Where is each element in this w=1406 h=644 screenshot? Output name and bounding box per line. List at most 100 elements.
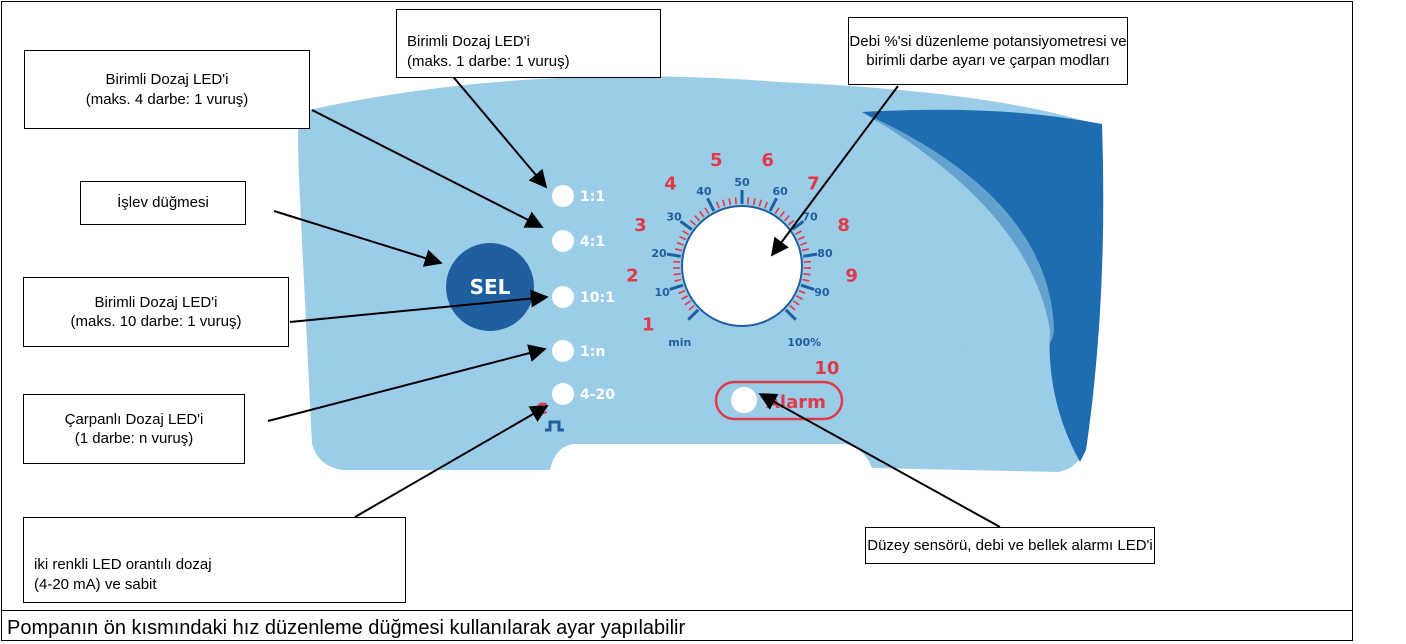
dial-percent-label: 20 bbox=[651, 247, 667, 260]
figure-frame bbox=[1, 1, 1353, 641]
callout-function-button-line1: İşlev düğmesi bbox=[117, 194, 209, 212]
dial-minor-tick bbox=[674, 248, 683, 252]
dial-minor-tick bbox=[704, 207, 710, 215]
callout-led-10-1-line1: Birimli Dozaj LED'i bbox=[94, 293, 218, 311]
dial-minor-tick bbox=[794, 230, 802, 236]
callout-alarm-led: Düzey sensörü, debi ve bellek alarmı LED… bbox=[865, 527, 1155, 564]
callout-potentiometer-line1: Debi %'si düzenleme potansiyometresi ve bbox=[849, 32, 1127, 50]
dial-minor-tick bbox=[758, 199, 763, 207]
callout-led-1-1-line1: Birimli Dozaj LED'i bbox=[407, 33, 530, 50]
dial-percent-label: min bbox=[668, 336, 691, 349]
callout-alarm-led-line1: Düzey sensörü, debi ve bellek alarmı LED… bbox=[867, 536, 1153, 554]
dial-minor-tick bbox=[803, 272, 811, 276]
sel-button[interactable] bbox=[446, 243, 534, 331]
alarm-led-frame bbox=[714, 380, 844, 421]
dial-percent-label: 30 bbox=[666, 211, 682, 224]
arrow-alarm-led bbox=[758, 393, 1001, 528]
dial-minor-tick bbox=[678, 289, 686, 295]
dial-minor-tick bbox=[798, 289, 806, 295]
dial-minor-tick bbox=[787, 219, 795, 226]
dial-minor-tick bbox=[688, 304, 695, 311]
dial-major-tick bbox=[687, 308, 700, 321]
dial-minor-tick bbox=[779, 210, 785, 218]
callout-led-1-1-line2: (maks. 1 darbe: 1 vuruş) bbox=[407, 52, 570, 70]
dial-percent-label: 40 bbox=[696, 185, 712, 198]
arrow-led-10-1 bbox=[289, 289, 549, 323]
caption-bar: Pompanın ön kısmındaki hız düzenleme düğ… bbox=[1, 610, 1353, 642]
callout-led-1-n-line1: Çarpanlı Dozaj LED'i bbox=[64, 410, 204, 428]
alarm-led-group: Alarm bbox=[714, 380, 844, 421]
callout-led-4-20-line2: (4-20 mA) ve sabit bbox=[34, 575, 157, 593]
dial-major-tick bbox=[669, 283, 684, 291]
led-1-1: 1:1 bbox=[552, 185, 605, 207]
dial-scale bbox=[666, 190, 818, 321]
dial-major-tick bbox=[791, 220, 805, 231]
dial-percent-label: 80 bbox=[817, 247, 833, 260]
led-4-1-label: 4:1 bbox=[580, 234, 605, 250]
callout-led-4-1-line2: (maks. 4 darbe: 1 vuruş) bbox=[85, 90, 249, 108]
callout-led-4-1-line1: Birimli Dozaj LED'i bbox=[105, 71, 229, 88]
panel-wave-dark bbox=[862, 109, 1104, 462]
dial-minor-tick bbox=[802, 278, 810, 282]
dial-major-tick bbox=[666, 252, 681, 258]
dial-percent-label: 70 bbox=[802, 211, 818, 224]
dial-setting-number: 2 bbox=[626, 266, 639, 287]
dial-percent-label: 100% bbox=[787, 336, 821, 349]
led-4-1: 4:1 bbox=[552, 230, 605, 252]
arrow-potentiometer bbox=[770, 85, 899, 257]
dial-minor-tick bbox=[694, 215, 701, 222]
led-1-n-label: 1:n bbox=[580, 344, 605, 360]
dial-minor-tick bbox=[673, 272, 681, 276]
alarm-label: Alarm bbox=[766, 392, 826, 413]
dial-percent-label: 10 bbox=[654, 286, 670, 299]
callout-led-10-1-line2: (maks. 10 darbe: 1 vuruş) bbox=[70, 313, 242, 330]
dial-minor-tick bbox=[674, 278, 682, 282]
callout-led-4-20: iki renkli LED orantılı dozaj (4-20 mA) … bbox=[23, 517, 406, 603]
dial-setting-number: 4 bbox=[664, 173, 677, 194]
led-10-1: 10:1 bbox=[552, 286, 615, 308]
led-1-n: 1:n bbox=[552, 340, 605, 362]
arrow-led-4-20 bbox=[354, 405, 549, 518]
callout-led-1-n-line2: (1 darbe: n vuruş) bbox=[74, 430, 194, 447]
led-4-20-label: 4-20 bbox=[580, 387, 615, 403]
dial-setting-number: 3 bbox=[634, 215, 647, 236]
figure-caption: Pompanın ön kısmındaki hız düzenleme düğ… bbox=[7, 617, 686, 639]
dial-minor-tick bbox=[699, 210, 705, 218]
dial-minor-tick bbox=[684, 300, 692, 306]
dial-minor-tick bbox=[792, 300, 800, 306]
dial-minor-tick bbox=[797, 235, 805, 241]
dial-minor-tick bbox=[800, 241, 808, 246]
dial-major-tick bbox=[768, 197, 778, 212]
callout-potentiometer: Debi %'si düzenleme potansiyometresi ve … bbox=[848, 17, 1128, 85]
led-4-20: 4-20 bbox=[552, 383, 615, 405]
callout-led-1-1: Birimli Dozaj LED'i (maks. 1 darbe: 1 vu… bbox=[396, 9, 661, 78]
arrow-led-1-1 bbox=[449, 72, 548, 189]
callout-led-4-20-line1: iki renkli LED orantılı dozaj bbox=[34, 556, 212, 573]
dial-minor-tick bbox=[783, 215, 790, 222]
dial-major-tick bbox=[679, 220, 693, 231]
dial-major-tick bbox=[706, 197, 716, 212]
dial-minor-tick bbox=[774, 207, 780, 215]
dial-minor-tick bbox=[679, 235, 687, 241]
dial-minor-tick bbox=[715, 201, 720, 209]
dial-minor-tick bbox=[721, 199, 726, 207]
dial-setting-number: 10 bbox=[814, 358, 839, 379]
dial-minor-tick bbox=[676, 241, 684, 246]
dial-major-tick bbox=[800, 283, 815, 291]
potentiometer-knob[interactable] bbox=[681, 205, 803, 327]
dial-minor-tick bbox=[728, 198, 732, 206]
dial-minor-tick bbox=[764, 201, 769, 209]
led-10-1-label: 10:1 bbox=[580, 290, 615, 306]
dial-major-tick bbox=[784, 308, 797, 321]
dial-minor-tick bbox=[681, 295, 689, 300]
callout-led-10-1: Birimli Dozaj LED'i (maks. 10 darbe: 1 v… bbox=[23, 277, 289, 347]
callout-led-1-n: Çarpanlı Dozaj LED'i (1 darbe: n vuruş) bbox=[23, 394, 245, 464]
dial-setting-number: 5 bbox=[710, 150, 723, 171]
dial-setting-number: 9 bbox=[845, 266, 858, 287]
dial-minor-tick bbox=[789, 304, 796, 311]
dial-minor-tick bbox=[682, 230, 690, 236]
dial-minor-tick bbox=[795, 295, 803, 300]
callout-function-button: İşlev düğmesi bbox=[80, 181, 246, 225]
